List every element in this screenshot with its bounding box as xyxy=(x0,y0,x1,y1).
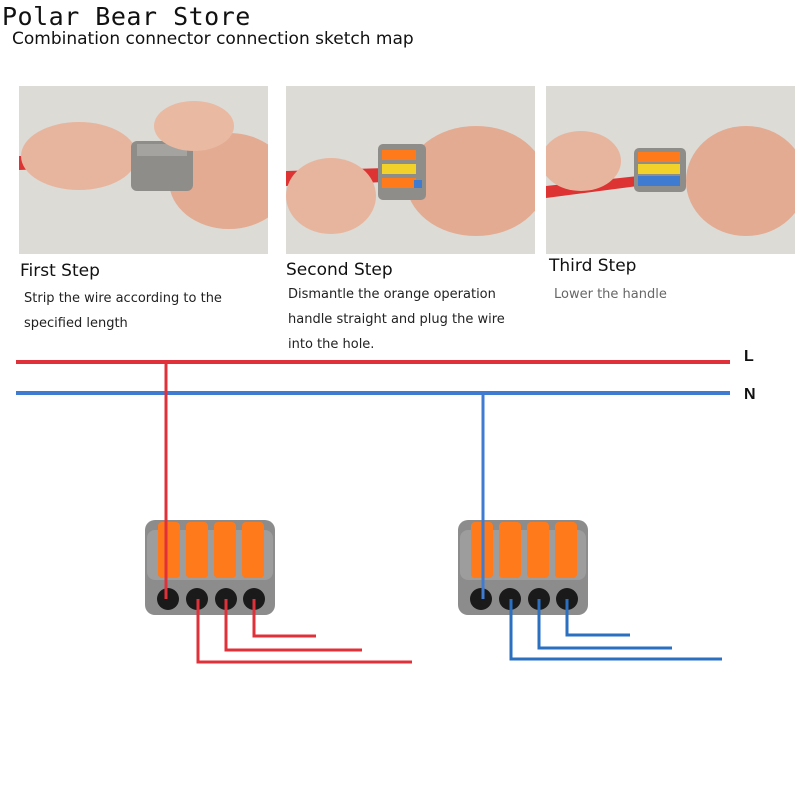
left-out-wire-3 xyxy=(252,599,316,638)
line-label: L xyxy=(744,348,754,365)
step-3-photo xyxy=(546,86,795,254)
right-out-wire-2 xyxy=(537,599,672,650)
right-out-wire-3 xyxy=(565,599,630,637)
step-1-description: Strip the wire according to the specifie… xyxy=(24,291,222,331)
store-name: Polar Bear Store xyxy=(2,2,251,31)
neutral-label: N xyxy=(744,386,756,403)
step-1-photo xyxy=(19,86,268,254)
step-2-description: Dismantle the orange operation handle st… xyxy=(288,287,505,352)
left-connector xyxy=(145,520,275,615)
left-out-wire-1 xyxy=(196,599,412,664)
step-3-title: Third Step xyxy=(549,256,637,276)
diagram-subtitle: Combination connector connection sketch … xyxy=(12,29,414,49)
step-2-photo xyxy=(286,86,535,254)
step-1-title: First Step xyxy=(20,261,100,281)
left-out-wire-2 xyxy=(224,599,362,652)
right-out-wire-1 xyxy=(509,599,722,661)
step-3-description: Lower the handle xyxy=(554,287,667,302)
step-2-title: Second Step xyxy=(286,260,393,280)
